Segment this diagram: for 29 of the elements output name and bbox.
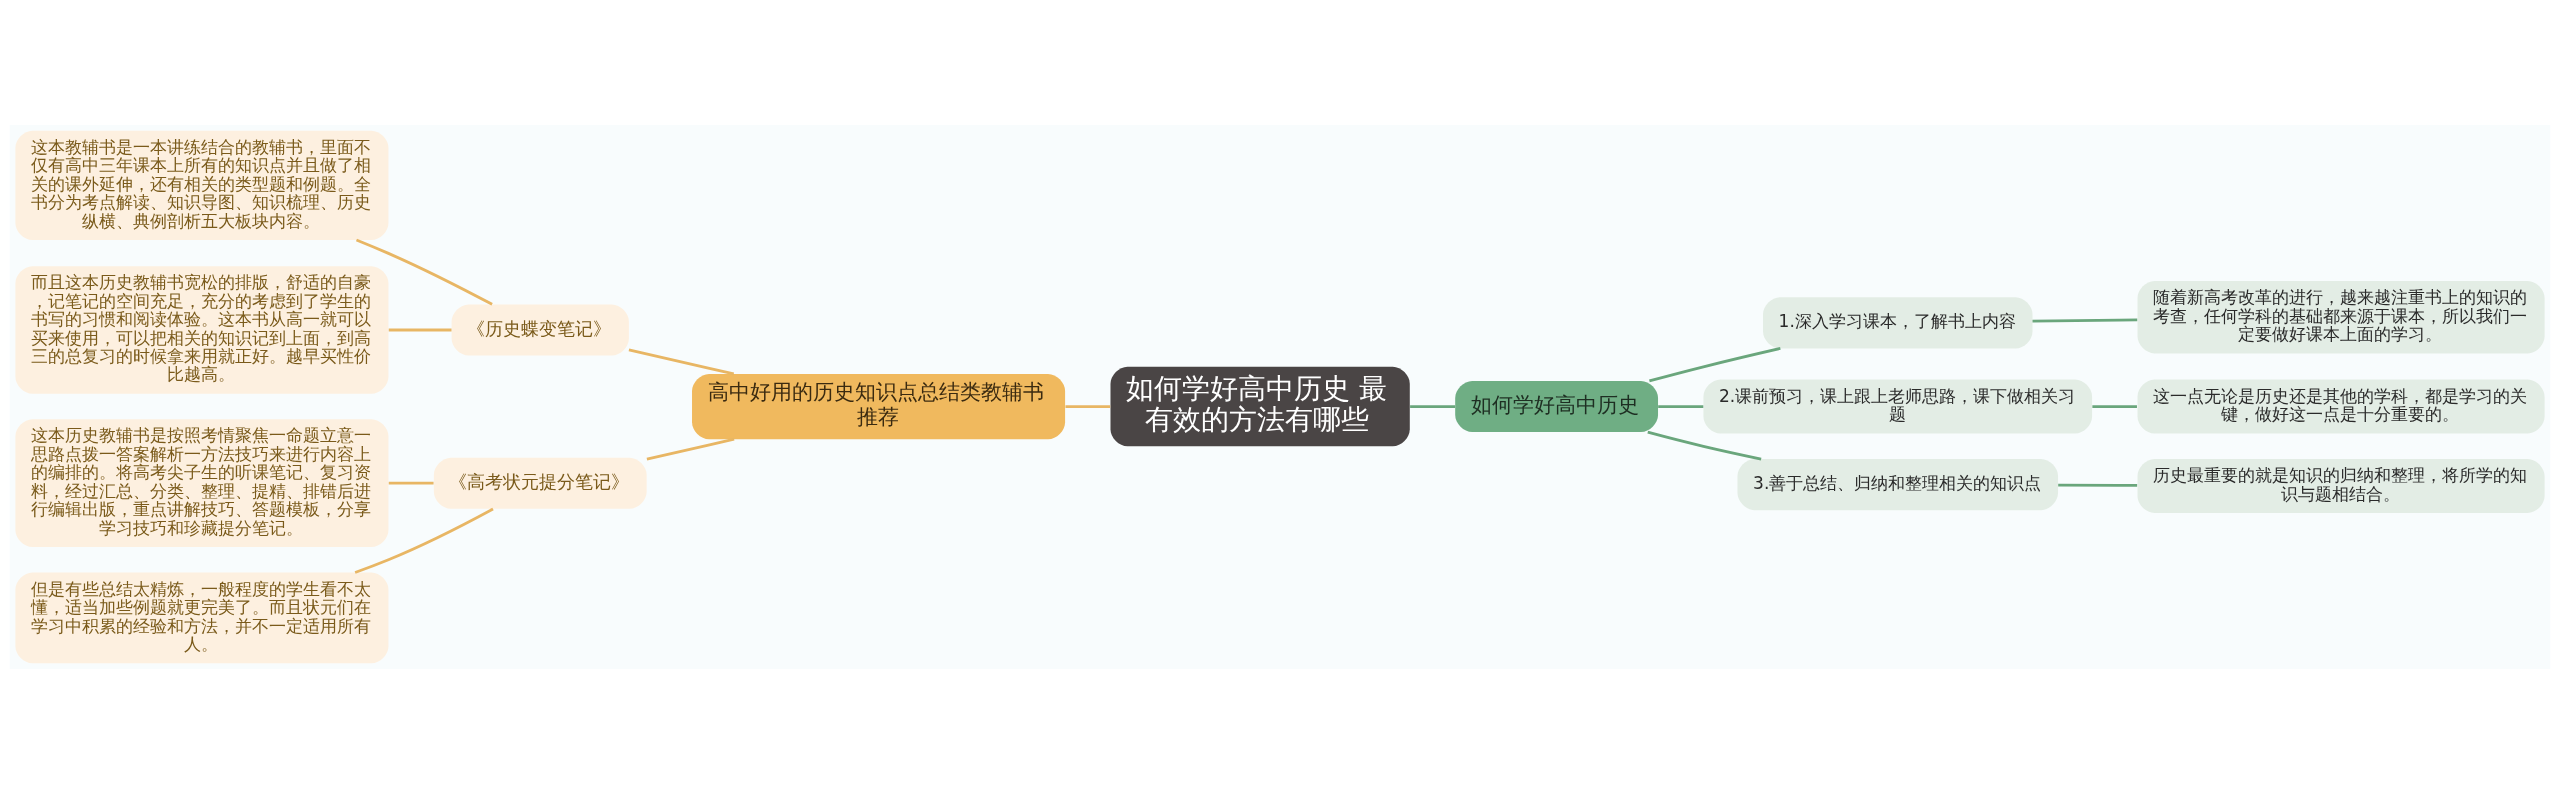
- node-box: 这本历史教辅书是按照考情聚焦一命题立意一思路点拨一答案解析一方法技巧来进行内容上的编排的。将高考尖子生的听课笔记、复习资料，经过汇总、分类、整理、提精、排错后进行编辑出版，重点讲解技巧、答题模板，分享学习技巧和珍藏提分笔记。: [15, 419, 389, 547]
- connector: [354, 507, 494, 574]
- connector: [388, 328, 452, 332]
- node-box: 这本教辅书是一本讲练结合的教辅书，里面不仅有高中三年课本上所有的知识点并且做了相关的课外延伸，还有相关的类型题和例题。全书分为考点解读、知识导图、知识梳理、历史纵横、典例剖析五大板块内容。: [15, 130, 389, 240]
- connector: [2032, 318, 2138, 323]
- connector: [388, 481, 434, 485]
- node-box: 《高考状元提分笔记》: [433, 457, 647, 509]
- connector: [646, 437, 735, 461]
- node-box: 1.深入学习课本，了解书上内容: [1763, 297, 2033, 349]
- connector: [1410, 405, 1456, 408]
- connector: [2058, 483, 2138, 487]
- connector: [1658, 405, 1704, 408]
- connector: [355, 238, 493, 306]
- node-box: 但是有些总结太精炼，一般程度的学生看不太懂，适当加些例题就更完美了。而且状元们在学习中积累的经验和方法，并不一定适用所有人。: [15, 572, 389, 664]
- node-box: 3.善于总结、归纳和整理相关的知识点: [1737, 459, 2059, 511]
- node-box: 随着新高考改革的进行，越来越注重书上的知识的考查，任何学科的基础都来源于课本，所以我们一定要做好课本上面的学习。: [2137, 281, 2545, 354]
- connector: [1065, 405, 1111, 408]
- node-box: 高中好用的历史知识点总结类教辅书推荐: [692, 373, 1066, 440]
- node-box: 这一点无论是历史还是其他的学科，都是学习的关键，做好这一点是十分重要的。: [2137, 379, 2545, 434]
- node-box: 而且这本历史教辅书宽松的排版，舒适的自豪，记笔记的空间充足，充分的考虑到了学生的书写的习惯和阅读体验。这本书从高一就可以买来使用，可以把相关的知识记到上面，到高三的总复习的时候拿来用就正好。越早买性价比越高。: [15, 266, 389, 394]
- connector: [628, 348, 735, 376]
- node-box: 如何学好高中历史 最有效的方法有哪些: [1110, 366, 1410, 447]
- node-box: 如何学好高中历史: [1455, 381, 1659, 433]
- connector: [1649, 347, 1781, 383]
- node-box: 《历史蝶变笔记》: [451, 304, 629, 356]
- connector: [2092, 405, 2137, 408]
- connector: [1647, 430, 1762, 461]
- node-box: 历史最重要的就是知识的归纳和整理，将所学的知识与题相结合。: [2137, 459, 2545, 513]
- node-box: 2.课前预习，课上跟上老师思路，课下做相关习题: [1703, 379, 2093, 434]
